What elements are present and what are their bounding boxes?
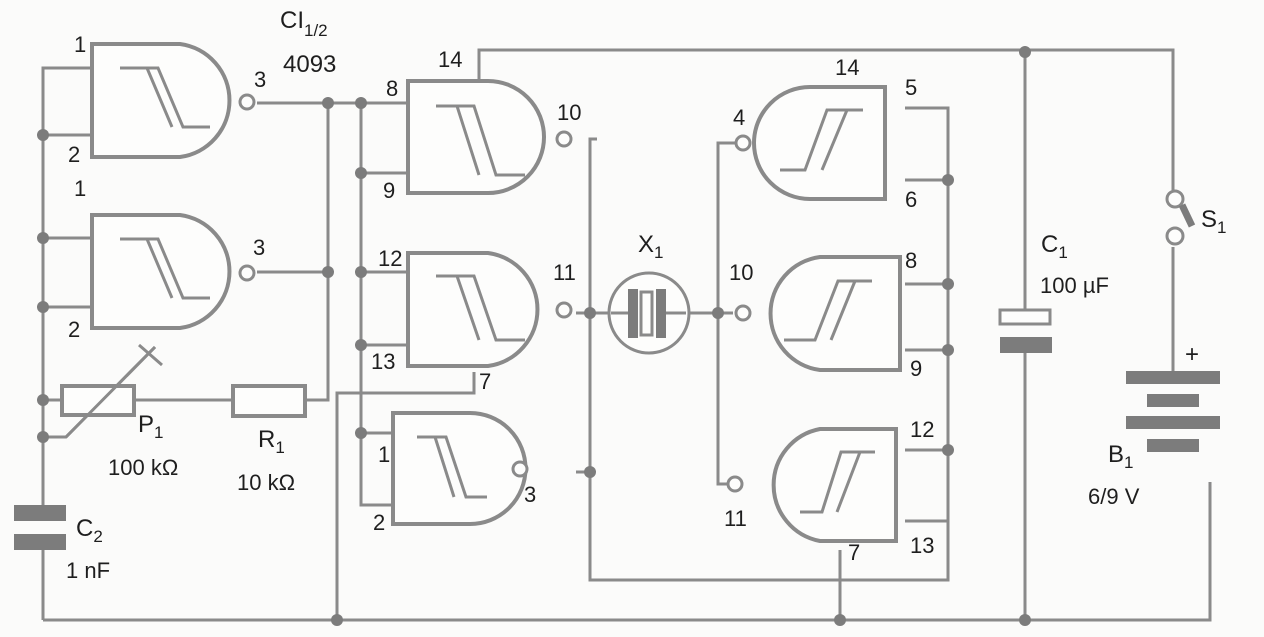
pin-label: 3	[524, 482, 536, 507]
pin-label: 7	[479, 369, 491, 394]
pin-label: 10	[557, 100, 581, 125]
capacitor-c2	[14, 505, 66, 550]
pin-labels: 1 2 3 1 2 3 8 9 10 14 12 13 11 7 1 2 3 5…	[68, 32, 934, 565]
ic-ref: CI	[280, 7, 304, 34]
c1-value: 100 µF	[1040, 273, 1109, 298]
battery-b1	[1126, 371, 1220, 452]
gate-buf-2	[406, 251, 573, 368]
ic-ref-sub: 1/2	[304, 21, 328, 40]
gate-inv-2	[734, 255, 902, 372]
pin-label: 14	[438, 47, 462, 72]
pin-label: 3	[253, 235, 265, 260]
wires	[41, 48, 1212, 622]
pin-label: 4	[733, 105, 745, 130]
gate-osc-a	[90, 42, 256, 159]
piezo-transducer-x1	[607, 271, 691, 355]
pin-label: 13	[371, 349, 395, 374]
pin-label: 5	[905, 75, 917, 100]
gate-buf-3	[391, 411, 529, 526]
gate-buf-1	[406, 79, 573, 195]
pin-label: 2	[373, 510, 385, 535]
p1-ref: P1	[138, 411, 163, 442]
c1-ref: C1	[1041, 231, 1068, 262]
potentiometer-p1	[60, 343, 163, 439]
r1-ref: R1	[258, 426, 285, 457]
capacitor-c1	[998, 308, 1052, 353]
pin-label: 13	[910, 533, 934, 558]
s1-ref: S1	[1201, 206, 1226, 237]
pin-label: 2	[68, 317, 80, 342]
gate-osc-b	[90, 213, 256, 330]
r1-value: 10 kΩ	[237, 470, 295, 495]
gate-inv-3	[726, 427, 898, 543]
pin-label: 8	[386, 76, 398, 101]
ic-label: CI1/2 4093	[280, 7, 336, 78]
wire-mid-bus	[359, 103, 400, 507]
pin-label: 11	[553, 260, 576, 285]
pin-label: 14	[835, 55, 859, 80]
pin-label: 6	[905, 187, 917, 212]
pin-label: 12	[910, 417, 934, 442]
pin-label: 12	[378, 246, 402, 271]
pin-label: 7	[848, 540, 860, 565]
x1-ref: X1	[638, 231, 663, 262]
pin-label: 10	[729, 260, 753, 285]
b1-value: 6/9 V	[1088, 484, 1140, 509]
pin-label: 9	[910, 356, 922, 381]
c2-ref: C2	[76, 515, 103, 546]
junction-dots	[37, 46, 1031, 626]
pin-label: 11	[724, 506, 747, 531]
component-labels: P1 100 kΩ R1 10 kΩ C2 1 nF X1 C1 100 µF …	[66, 206, 1226, 583]
p1-value: 100 kΩ	[108, 455, 178, 480]
pin-label: 9	[383, 178, 395, 203]
pin-label: 2	[68, 142, 80, 167]
resistor-r1	[231, 384, 307, 418]
b1-plus-sign: +	[1185, 341, 1199, 368]
pin-label: 3	[254, 67, 266, 92]
switch-s1[interactable]	[1165, 189, 1196, 246]
pin-label: 1	[74, 176, 86, 201]
pin-label: 8	[905, 248, 917, 273]
pin-label: 1	[74, 32, 86, 57]
svg-text:CI1/2: CI1/2	[280, 7, 328, 40]
wire-feedback	[257, 101, 330, 402]
pin-label: 1	[378, 442, 390, 467]
b1-ref: B1	[1108, 441, 1133, 472]
wire-vdd	[477, 48, 1175, 190]
wire-ground	[43, 482, 1212, 622]
gate-inv-1	[734, 85, 887, 201]
c2-value: 1 nF	[66, 558, 110, 583]
ic-part-number: 4093	[283, 51, 336, 78]
